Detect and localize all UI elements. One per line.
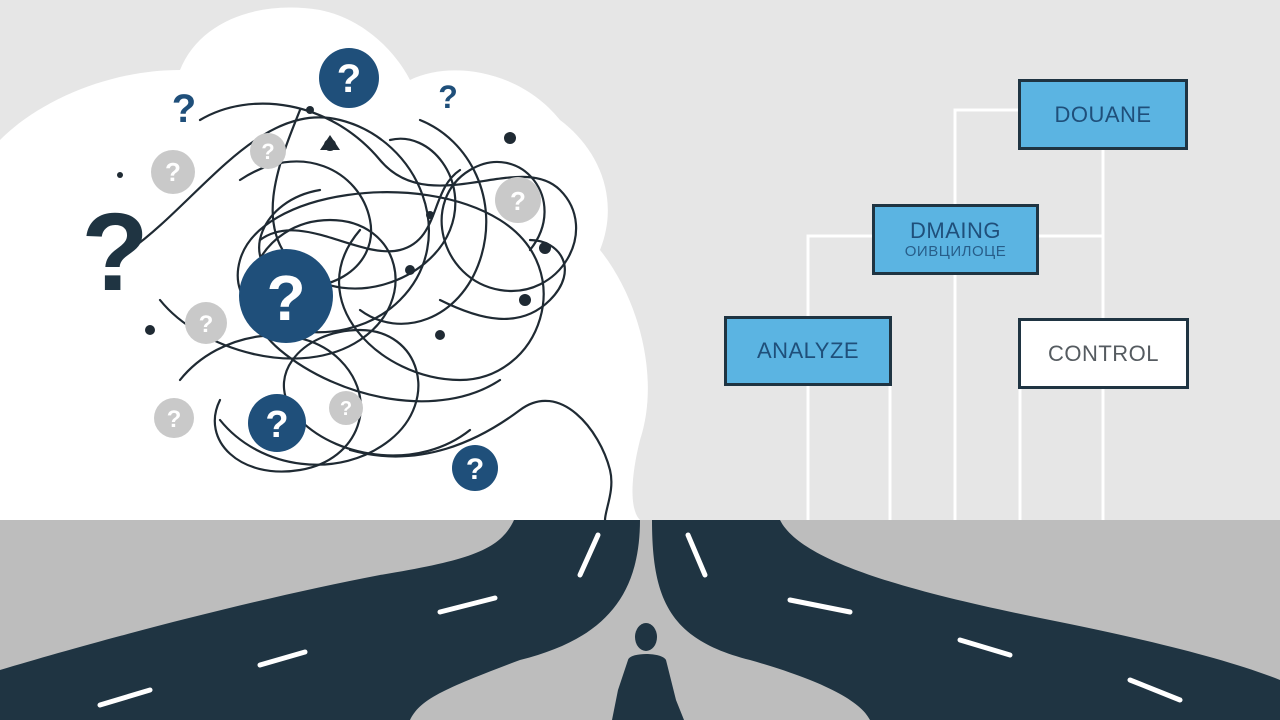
question-mark-icon: ? [172,87,196,131]
question-mark-icon: ? [239,249,333,343]
flowchart-connectors [806,108,1105,520]
road-left [0,520,640,720]
svg-text:?: ? [266,262,305,334]
flowchart-box-middle: DMAING ОИВЦИЛОЦЕ [872,204,1039,275]
flowchart-box-left: ANALYZE [724,316,892,386]
tangled-lines [128,102,613,522]
flowchart-box-left-label: ANALYZE [756,338,860,363]
person-silhouette-icon [612,623,684,720]
svg-text:?: ? [265,404,288,446]
question-mark-icon: ? [151,150,195,194]
flowchart-box-right: CONTROL [1018,318,1189,389]
flowchart-box-right-label: CONTROL [1047,340,1160,366]
svg-text:?: ? [172,87,196,131]
thought-cloud [0,7,648,520]
svg-text:?: ? [165,157,181,187]
flowchart-box-top: DOUANE [1018,79,1188,150]
question-mark-icon: ? [154,398,194,438]
svg-text:?: ? [81,191,148,314]
lane-markings [97,532,1183,708]
svg-text:?: ? [167,406,182,433]
question-mark-icon: ? [248,394,306,452]
flowchart-box-top-label: DOUANE [1054,101,1152,127]
question-mark-icon: ? [329,391,363,425]
svg-text:?: ? [510,186,526,216]
question-mark-icon: ? [495,177,541,223]
line-decorations [117,106,551,340]
svg-text:?: ? [466,453,484,486]
svg-text:?: ? [438,79,458,115]
flowchart-box-middle-label: DMAING [910,217,1001,243]
question-mark-icon: ? [452,445,498,491]
svg-text:?: ? [199,311,214,338]
question-mark-icon: ? [438,79,458,115]
svg-text:?: ? [337,57,361,101]
flowchart-box-middle-sublabel: ОИВЦИЛОЦЕ [904,242,1007,260]
svg-text:?: ? [340,398,352,420]
road-fork [0,520,1280,720]
svg-text:?: ? [261,139,274,164]
question-mark-icon: ? [319,48,379,108]
question-mark-icon: ? [250,133,286,169]
road-right [652,520,1280,720]
question-mark-icon: ? [81,191,148,314]
question-mark-icon: ? [185,302,227,344]
